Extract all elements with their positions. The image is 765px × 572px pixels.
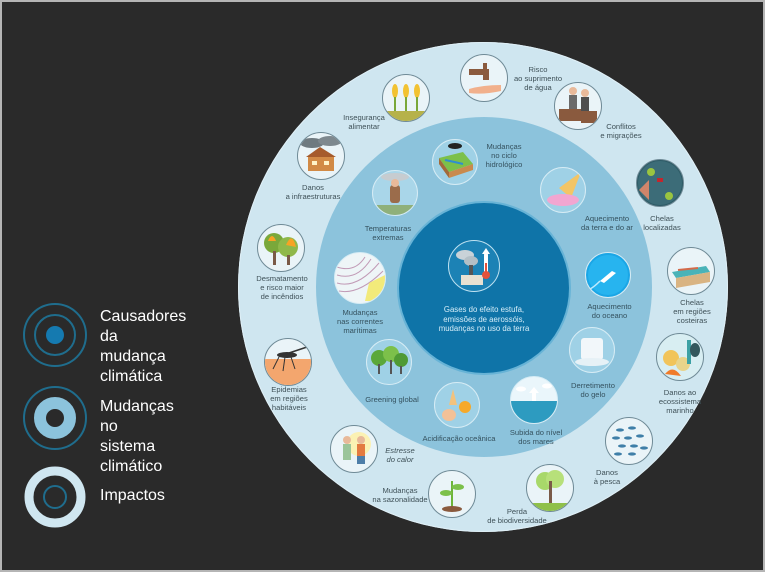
dead-tree-icon xyxy=(526,464,574,512)
people-heat-icon xyxy=(330,425,378,473)
extreme-weather-person-icon xyxy=(372,170,418,216)
burning-trees-icon xyxy=(257,224,305,272)
water-cycle-icon xyxy=(432,139,478,185)
factory-thermometer-icon xyxy=(448,240,500,292)
sea-level-rise-icon xyxy=(510,376,558,424)
coral-reef-fish-icon xyxy=(656,333,704,381)
storm-damaged-house-icon xyxy=(297,132,345,180)
wheat-crop-icon xyxy=(382,74,430,122)
migrant-family-icon xyxy=(554,82,602,130)
middle-ring-circle-icon xyxy=(23,386,87,450)
ocean-currents-map-icon xyxy=(334,252,386,304)
flooded-street-icon xyxy=(636,159,684,207)
mosquito-icon xyxy=(264,338,312,386)
fish-school-icon xyxy=(605,417,653,465)
trees-icon xyxy=(366,339,412,385)
outer-ring-circle-icon xyxy=(24,466,86,528)
ocean-boat-icon xyxy=(585,252,631,298)
core-label: Gases do efeito estufa, emissões de aero… xyxy=(438,305,530,333)
faucet-hand-icon xyxy=(460,54,508,102)
filled-center-circle-icon xyxy=(23,303,87,367)
ice-cube-icon xyxy=(569,327,615,373)
sprout-icon xyxy=(428,470,476,518)
melting-ice-cream-icon xyxy=(540,167,586,213)
coastal-flood-icon xyxy=(667,247,715,295)
seashells-icon xyxy=(434,382,480,428)
